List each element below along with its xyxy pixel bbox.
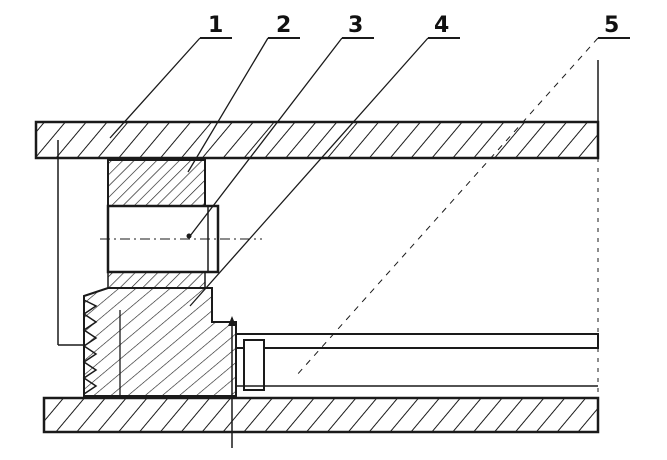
- callout-label-4: 4: [434, 13, 449, 38]
- pin-shaft: [100, 204, 262, 274]
- wedge-body: [82, 287, 237, 397]
- top-plate: [34, 120, 600, 160]
- guide-rod: [235, 333, 599, 391]
- callout-label-2: 2: [276, 13, 291, 38]
- bottom-plate: [42, 396, 600, 434]
- leader-lines: [109, 37, 630, 377]
- frame-lines: [57, 60, 599, 448]
- callout-labels: 1 2 3 4 5: [208, 13, 619, 38]
- callout-label-3: 3: [348, 13, 363, 38]
- callout-label-1: 1: [208, 13, 223, 38]
- callout-label-5: 5: [604, 13, 619, 38]
